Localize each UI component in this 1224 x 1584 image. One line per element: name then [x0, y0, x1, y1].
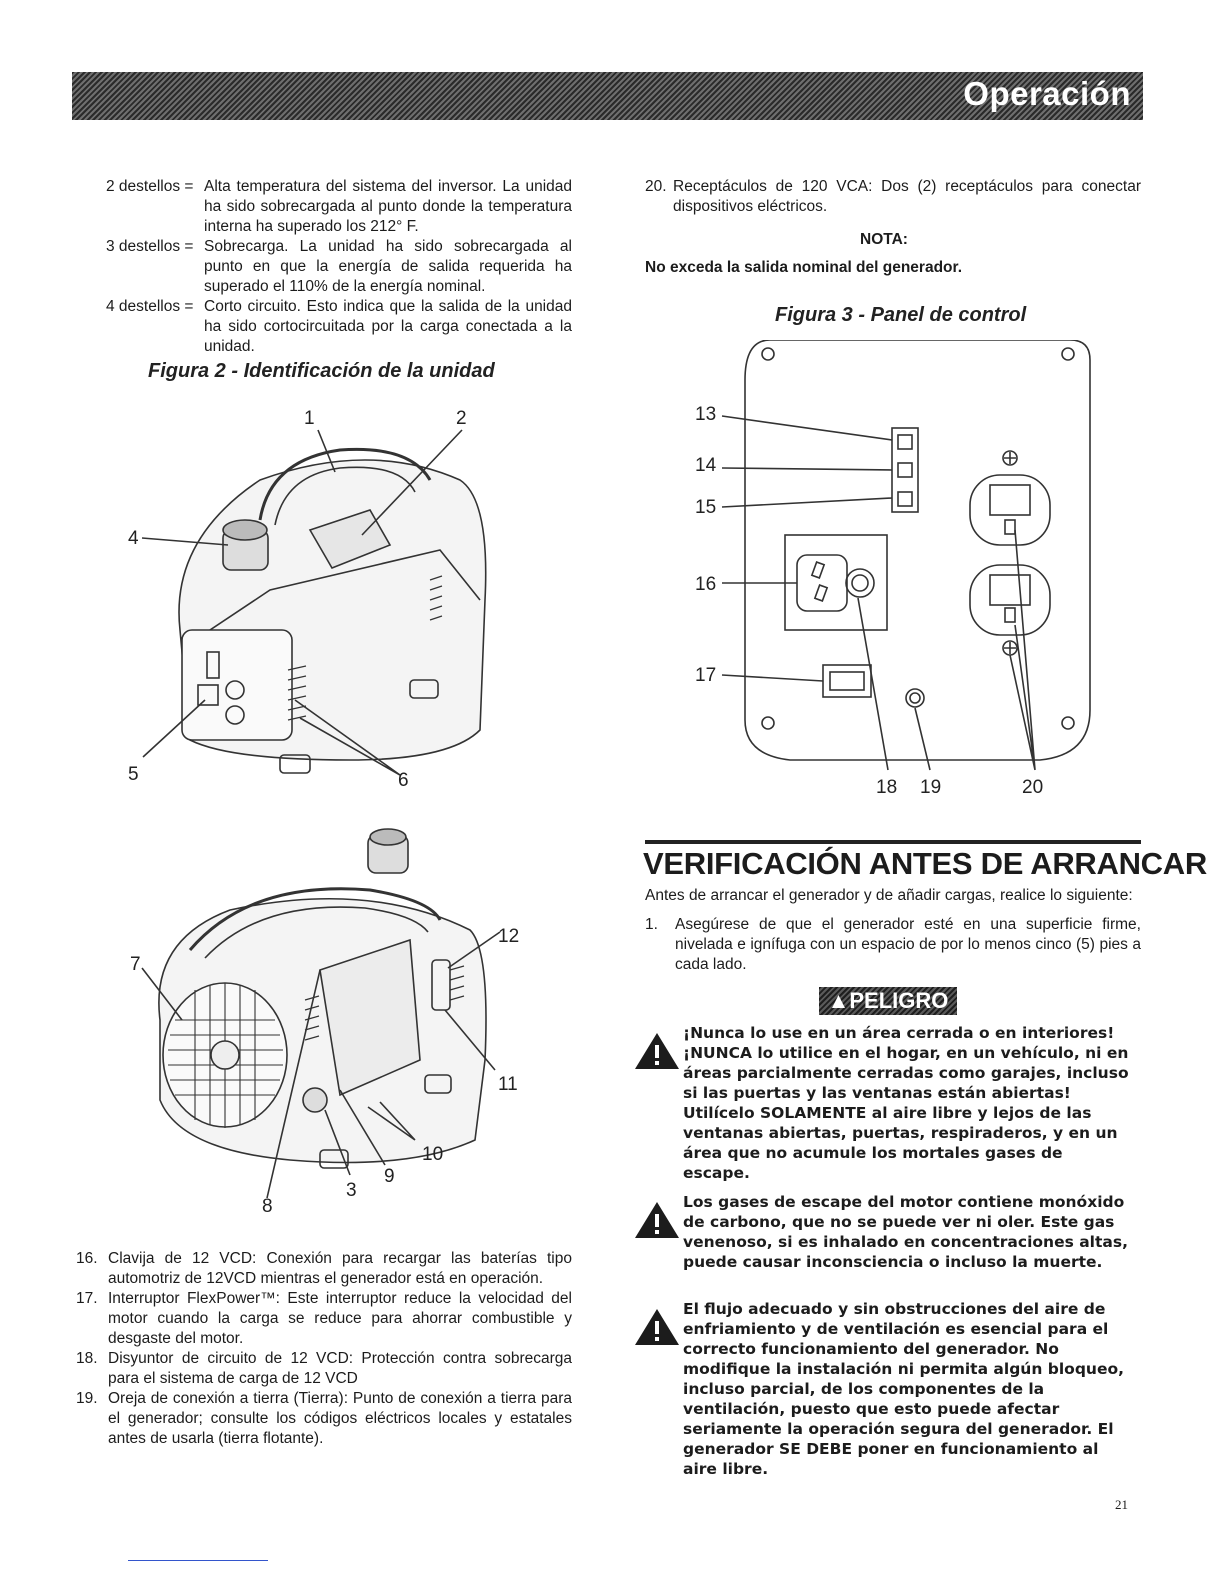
- item-text: Clavija de 12 VCD: Conexión para recarga…: [108, 1250, 572, 1287]
- warning-triangle-icon: [635, 1309, 679, 1345]
- danger-label: ▲PELIGRO: [819, 987, 957, 1015]
- page-number: 21: [1115, 1497, 1128, 1512]
- callout-label: 2: [456, 408, 467, 429]
- generator-rear-illustration: 7 12 11 10 9 3 8: [130, 828, 519, 1217]
- flash-code-row: 3 destellos = Sobrecarga. La unidad ha s…: [106, 237, 572, 297]
- section-rule: [645, 840, 1141, 844]
- callout-label: 12: [498, 926, 519, 947]
- callout-label: 4: [128, 528, 139, 549]
- callout-label: 7: [130, 954, 141, 975]
- item-text: Asegúrese de que el generador esté en un…: [675, 916, 1141, 973]
- warning-text: El flujo adecuado y sin obstrucciones de…: [683, 1300, 1124, 1478]
- item-text: Oreja de conexión a tierra (Tierra): Pun…: [108, 1390, 572, 1447]
- warning-text: ¡Nunca lo use en un área cerrada o en in…: [683, 1024, 1129, 1182]
- warning-triangle-icon: ▲: [827, 988, 850, 1013]
- list-item: 17. Interruptor FlexPower™: Este interru…: [76, 1289, 572, 1349]
- flash-code-row: 4 destellos = Corto circuito. Esto indic…: [106, 297, 572, 357]
- note-label: NOTA:: [860, 231, 908, 248]
- figure-3-title: Figura 3 - Panel de control: [775, 304, 1027, 326]
- verification-intro: Antes de arrancar el generador y de añad…: [645, 887, 1133, 904]
- flash-code-key: 4 destellos =: [106, 298, 194, 315]
- callout-label: 10: [422, 1144, 443, 1165]
- bottom-rule: [128, 1560, 268, 1561]
- item-text: Disyuntor de circuito de 12 VCD: Protecc…: [108, 1350, 572, 1387]
- callout-label: 13: [695, 404, 716, 425]
- flash-code-list: 2 destellos = Alta temperatura del siste…: [106, 177, 572, 357]
- item-text: Receptáculos de 120 VCA: Dos (2) receptá…: [673, 178, 1141, 215]
- warning-triangle-icon: [635, 1033, 679, 1069]
- callout-label: 17: [695, 665, 716, 686]
- generator-front-illustration: 1 2 4 5 6: [128, 408, 487, 791]
- list-item: 16. Clavija de 12 VCD: Conexión para rec…: [76, 1249, 572, 1289]
- item-number: 20.: [645, 178, 667, 195]
- list-item: 18. Disyuntor de circuito de 12 VCD: Pro…: [76, 1349, 572, 1389]
- flash-code-text: Sobrecarga. La unidad ha sido sobrecarga…: [204, 238, 572, 295]
- verification-heading: VERIFICACIÓN ANTES DE ARRANCAR: [643, 846, 1207, 881]
- item-number: 19.: [76, 1390, 98, 1407]
- callout-label: 15: [695, 497, 716, 518]
- flash-code-row: 2 destellos = Alta temperatura del siste…: [106, 177, 572, 237]
- feature-item-20: 20. Receptáculos de 120 VCA: Dos (2) rec…: [645, 177, 1141, 217]
- section-title: Operación: [963, 75, 1131, 112]
- callout-label: 6: [398, 770, 409, 791]
- callout-label: 11: [498, 1074, 518, 1095]
- danger-label-text: PELIGRO: [849, 988, 949, 1013]
- flash-code-key: 2 destellos =: [106, 178, 194, 195]
- warning-triangle-icon: [635, 1202, 679, 1238]
- control-panel-illustration: 13 14 15 16 17 18 19 20: [695, 340, 1091, 798]
- section-header-bar: Operación: [72, 72, 1143, 120]
- callout-label: 14: [695, 455, 717, 476]
- verification-item: 1. Asegúrese de que el generador esté en…: [645, 915, 1141, 975]
- danger-warning: Los gases de escape del motor contiene m…: [633, 1192, 1133, 1272]
- danger-warning: El flujo adecuado y sin obstrucciones de…: [633, 1299, 1133, 1479]
- item-number: 18.: [76, 1350, 98, 1367]
- flash-code-text: Alta temperatura del sistema del inverso…: [204, 178, 572, 235]
- callout-label: 16: [695, 574, 716, 595]
- list-item: 19. Oreja de conexión a tierra (Tierra):…: [76, 1389, 572, 1449]
- warning-text: Los gases de escape del motor contiene m…: [683, 1193, 1128, 1271]
- flash-code-text: Corto circuito. Esto indica que la salid…: [204, 298, 572, 355]
- figure-2-title: Figura 2 - Identificación de la unidad: [148, 360, 495, 382]
- callout-label: 1: [304, 408, 315, 429]
- feature-list: 16. Clavija de 12 VCD: Conexión para rec…: [76, 1249, 572, 1449]
- callout-label: 20: [1022, 777, 1043, 798]
- callout-label: 8: [262, 1196, 273, 1217]
- item-number: 1.: [645, 916, 658, 933]
- callout-label: 5: [128, 764, 139, 785]
- item-number: 16.: [76, 1250, 98, 1267]
- item-text: Interruptor FlexPower™: Este interruptor…: [108, 1290, 572, 1347]
- flash-code-key: 3 destellos =: [106, 238, 194, 255]
- danger-warning: ¡Nunca lo use en un área cerrada o en in…: [633, 1023, 1133, 1183]
- callout-label: 3: [346, 1180, 357, 1201]
- callout-label: 18: [876, 777, 897, 798]
- item-number: 17.: [76, 1290, 98, 1307]
- callout-label: 19: [920, 777, 941, 798]
- note-text: No exceda la salida nominal del generado…: [645, 259, 963, 276]
- callout-label: 9: [384, 1166, 395, 1187]
